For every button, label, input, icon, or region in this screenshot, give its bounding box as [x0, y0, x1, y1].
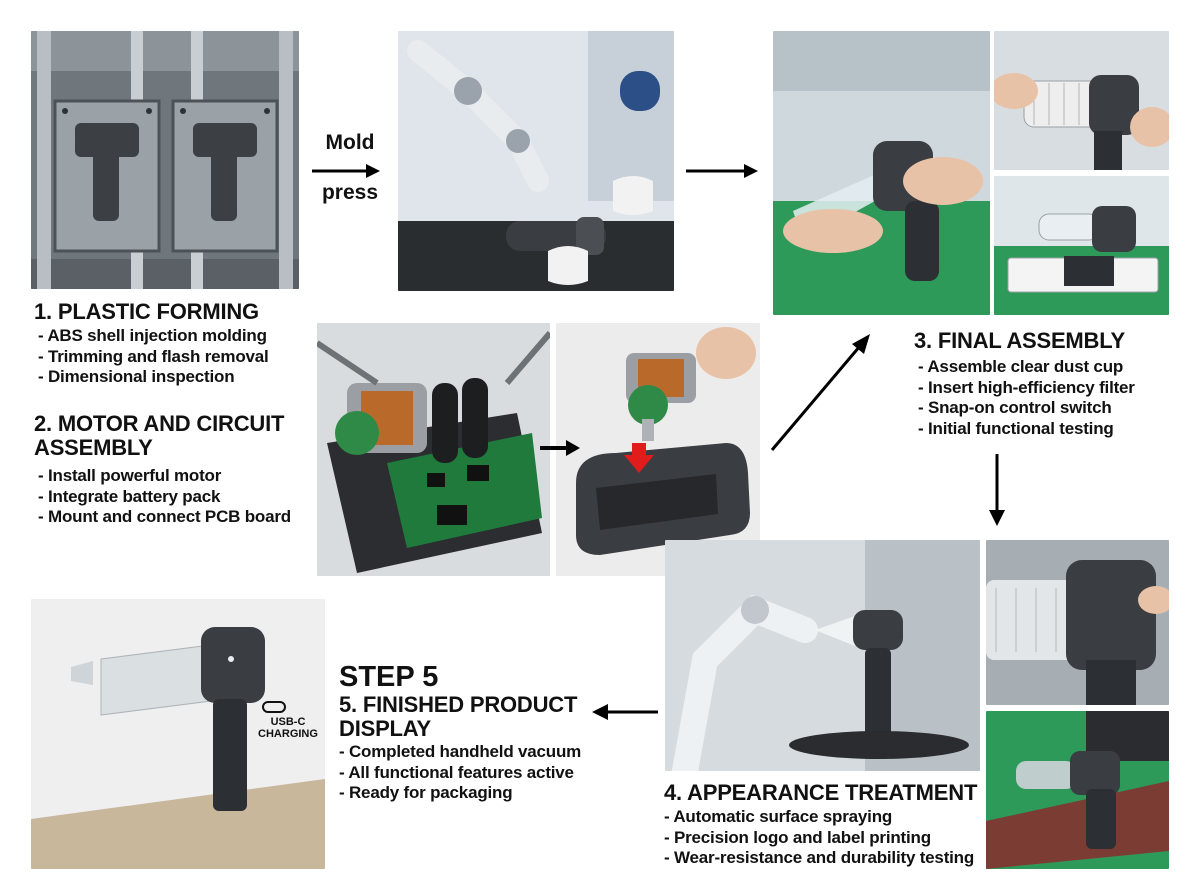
list-item: Initial functional testing [918, 419, 1135, 440]
arrow-diagonal-up-icon [770, 332, 874, 452]
mold-machine-photo [31, 31, 299, 289]
arrow-right-icon [540, 440, 582, 456]
robot-inspection-photo [398, 31, 674, 291]
mold-press-label: Mold press [312, 128, 388, 208]
usb-c-badge: USB-C CHARGING [253, 716, 323, 740]
spraying-photo [665, 540, 980, 771]
filter-insert-photo [994, 31, 1169, 170]
list-item: Snap-on control switch [918, 398, 1135, 419]
step2-heading-line2: ASSEMBLY [34, 435, 153, 460]
dust-cup-assembly-photo [773, 31, 990, 315]
step5-heading-line1: 5. FINISHED PRODUCT [339, 692, 578, 717]
list-item: Assemble clear dust cup [918, 357, 1135, 378]
step1-heading: 1. PLASTIC FORMING [34, 299, 259, 324]
durability-test-photo [986, 711, 1169, 869]
arrow-down-icon [987, 454, 1007, 528]
list-item: Mount and connect PCB board [38, 507, 291, 528]
test-bench-photo [994, 176, 1169, 315]
step5-label: STEP 5 [339, 661, 439, 693]
step1-list: ABS shell injection molding Trimming and… [38, 326, 269, 388]
charging-label: CHARGING [258, 728, 318, 740]
list-item: Completed handheld vacuum [339, 742, 581, 763]
list-item: Wear-resistance and durability testing [664, 848, 974, 869]
list-item: Insert high-efficiency filter [918, 378, 1135, 399]
step2-heading: 2. MOTOR AND CIRCUIT ASSEMBLY [34, 412, 284, 460]
motor-pcb-photo [317, 323, 550, 576]
list-item: Install powerful motor [38, 466, 291, 487]
step4-heading: 4. APPEARANCE TREATMENT [664, 780, 978, 805]
list-item: Precision logo and label printing [664, 828, 974, 849]
finished-product-photo: USB-C CHARGING [31, 599, 325, 869]
step3-list: Assemble clear dust cup Insert high-effi… [918, 357, 1135, 439]
step2-heading-line1: 2. MOTOR AND CIRCUIT [34, 411, 285, 436]
logo-printing-photo [986, 540, 1169, 705]
usb-c-label: USB-C [270, 716, 306, 728]
list-item: Integrate battery pack [38, 487, 291, 508]
list-item: Dimensional inspection [38, 367, 269, 388]
arrow-right-icon [686, 164, 760, 178]
step5-list: Completed handheld vacuum All functional… [339, 742, 581, 804]
mold-press-line2: press [321, 181, 379, 204]
step5-heading-line2: DISPLAY [339, 716, 431, 741]
step4-list: Automatic surface spraying Precision log… [664, 807, 974, 869]
list-item: Automatic surface spraying [664, 807, 974, 828]
arrow-left-icon [592, 703, 660, 721]
mold-press-line1: Mold [325, 131, 375, 154]
step3-heading: 3. FINAL ASSEMBLY [914, 328, 1125, 353]
list-item: ABS shell injection molding [38, 326, 269, 347]
list-item: Ready for packaging [339, 783, 581, 804]
step5-heading: 5. FINISHED PRODUCT DISPLAY [339, 693, 577, 741]
arrow-right-icon [312, 164, 382, 178]
list-item: All functional features active [339, 763, 581, 784]
motor-housing-photo [556, 323, 760, 576]
usb-c-icon [262, 701, 286, 713]
list-item: Trimming and flash removal [38, 347, 269, 368]
step2-list: Install powerful motor Integrate battery… [38, 466, 291, 528]
